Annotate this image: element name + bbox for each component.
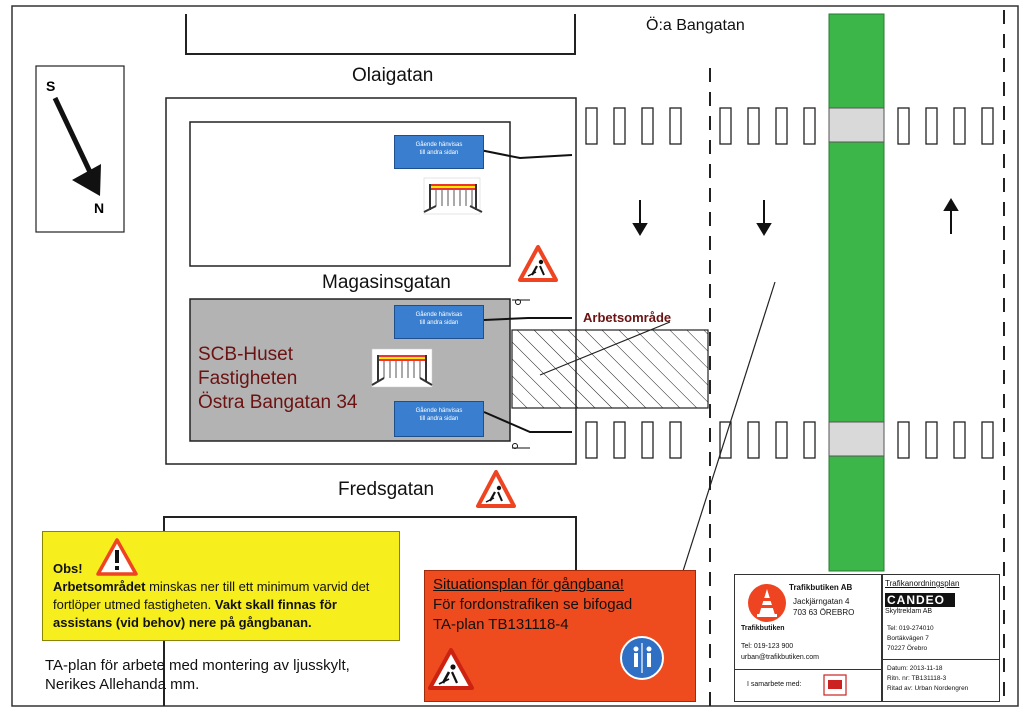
notice-box: Obs! Arbetsområdet minskas ner till ett … — [42, 531, 400, 641]
notice-obs: Obs! — [53, 561, 83, 576]
pedestrian-sign-1-line-1: Gående hänvisas — [415, 142, 463, 148]
building-line-3: Östra Bangatan 34 — [198, 392, 358, 413]
plan-drawing-number: Ritn. nr: TB131118-3 — [887, 675, 947, 682]
notice-body: Arbetsområdet minskas ner till ett minim… — [53, 578, 389, 632]
pedestrian-sign-2-line-2: till andra sidan — [419, 320, 459, 326]
pedestrian-sign-3: Gående hänvisas till andra sidan — [394, 401, 484, 437]
warning-triangle-icon — [96, 538, 138, 576]
notice-text-1: minskas ner till ett minimum varvid det … — [53, 579, 370, 612]
notice-text: Obs! Arbetsområdet minskas ner till ett … — [53, 540, 389, 632]
arrow-up-head — [943, 198, 959, 211]
compass-arrow-head — [72, 164, 101, 196]
building-line-1: SCB-Huset — [198, 344, 294, 365]
pedestrian-sign-2: Gående hänvisas till andra sidan — [394, 305, 484, 339]
caption-line-2: Nerikes Allehanda mm. — [45, 676, 200, 693]
building-label: SCB-Huset Fastigheten Östra Bangatan 34 — [198, 343, 358, 415]
pedestrian-sign-3-line-2: till andra sidan — [419, 416, 459, 422]
work-area-leader — [539, 321, 671, 376]
sign-connector-2 — [483, 317, 572, 321]
barrier-icon-2 — [371, 348, 433, 388]
roadwork-sign-icon-3 — [428, 648, 474, 690]
plan-tel: Tel: 019-274010 — [887, 625, 934, 632]
building-line-2: Fastigheten — [198, 368, 298, 389]
plan-address-1: Bortäkvägen 7 — [887, 635, 929, 642]
partner-logo-icon — [823, 674, 847, 696]
situation-leader-line — [669, 281, 776, 613]
work-area-label: Arbetsområde — [583, 310, 672, 325]
company-logo-text: Trafikbutiken — [741, 625, 785, 632]
plan-caption: TA-plan för arbete med montering av ljus… — [45, 656, 350, 694]
plan-title-block: Trafikanordningsplan CANDEO Skyltreklam … — [882, 574, 1000, 702]
plan-title: Trafikanordningsplan — [885, 579, 960, 588]
sign-connector-3 — [483, 411, 572, 433]
brand-logo: CANDEO — [885, 593, 955, 607]
compass-south-label: S — [46, 78, 56, 94]
arrow-down-2-head — [756, 223, 772, 236]
company-address-1: Jackjärngatan 4 — [793, 597, 850, 606]
traffic-cone-logo-icon — [748, 584, 786, 622]
street-label-oa-bangatan: Ö:a Bangatan — [646, 17, 745, 34]
brand-sub: Skyltreklam AB — [885, 608, 933, 615]
street-label-fredsgatan: Fredsgatan — [338, 479, 435, 500]
street-label-olaigatan: Olaigatan — [352, 65, 434, 86]
company-tel: Tel: 019-123 900 — [741, 643, 794, 650]
arrow-down-1-head — [632, 223, 648, 236]
company-email: urban@trafikbutiken.com — [741, 654, 819, 661]
company-title-block: Trafikbutiken AB Jackjärngatan 4 703 63 … — [734, 574, 882, 702]
compass-arrow-shaft — [52, 96, 93, 174]
caption-line-1: TA-plan för arbete med montering av ljus… — [45, 657, 350, 674]
pedestrian-sign-1: Gående hänvisas till andra sidan — [394, 135, 484, 169]
pedestrian-sign-3-line-1: Gående hänvisas — [415, 408, 463, 414]
plan-address-2: 70227 Örebro — [887, 645, 928, 652]
zebra-crossing-north — [585, 107, 994, 145]
plan-drawn-by: Ritad av: Urban Nordengren — [887, 685, 969, 692]
situation-line-3: TA-plan TB131118-4 — [433, 616, 569, 633]
company-address-2: 703 63 ÖREBRO — [793, 608, 855, 617]
pedestrian-sign-2-line-1: Gående hänvisas — [415, 312, 463, 318]
street-label-magasinsgatan: Magasinsgatan — [322, 272, 451, 293]
pedestrian-sign-1-line-2: till andra sidan — [419, 150, 459, 156]
outer-frame — [11, 5, 1019, 707]
company-name: Trafikbutiken AB — [789, 583, 853, 592]
median-crossing-north — [828, 107, 885, 143]
pedestrian-cycle-sign-icon — [620, 636, 664, 680]
roadwork-sign-icon-1 — [518, 245, 558, 282]
green-median — [828, 13, 885, 572]
situation-title: Situationsplan för gångbana! — [433, 576, 624, 593]
roadwork-sign-icon-2 — [476, 470, 516, 508]
cooperation-label: I samarbete med: — [747, 681, 802, 688]
notice-bold-2: Vakt skall finnas för assistans (vid beh… — [53, 597, 337, 630]
post-1-knob — [515, 299, 521, 305]
notice-bold-1: Arbetsområdet — [53, 579, 146, 594]
plan-date: Datum: 2013-11-18 — [887, 665, 943, 672]
situation-box: Situationsplan för gångbana! För fordons… — [424, 570, 696, 702]
top-building-outline — [185, 14, 576, 55]
zebra-crossing-south — [585, 421, 994, 459]
post-2-knob — [512, 443, 518, 449]
median-crossing-south — [828, 421, 885, 457]
sign-connector-1 — [479, 149, 573, 160]
barrier-icon-1 — [423, 177, 483, 215]
compass-north-label: N — [94, 200, 105, 216]
situation-line-2: För fordonstrafiken se bifogad — [433, 596, 633, 613]
work-area-hatch — [511, 329, 709, 409]
